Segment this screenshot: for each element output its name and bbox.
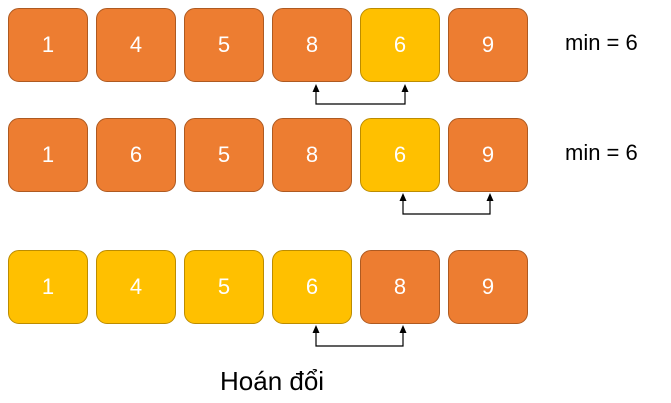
- array-row-1: 1 4 5 8 6 9: [8, 8, 538, 84]
- array-cell: 9: [448, 8, 528, 82]
- swap-arrow-row-1: [312, 84, 409, 105]
- swap-arrow-row-2: [399, 193, 494, 215]
- array-cell: 9: [448, 118, 528, 192]
- array-cell: 8: [272, 118, 352, 192]
- array-cell: 5: [184, 8, 264, 82]
- array-cell: 1: [8, 118, 88, 192]
- min-label-row-1: min = 6: [565, 30, 638, 55]
- array-cell-min: 6: [360, 8, 440, 82]
- array-cell-sorted: 5: [184, 250, 264, 324]
- array-cell: 6: [96, 118, 176, 192]
- array-row-3: 1 4 5 6 8 9: [8, 250, 538, 326]
- array-row-2: 1 6 5 8 6 9: [8, 118, 538, 194]
- array-cell: 8: [272, 8, 352, 82]
- array-cell: 1: [8, 8, 88, 82]
- array-cell: 8: [360, 250, 440, 324]
- array-cell: 9: [448, 250, 528, 324]
- array-cell-sorted: 6: [272, 250, 352, 324]
- array-cell-sorted: 1: [8, 250, 88, 324]
- array-cell: 4: [96, 8, 176, 82]
- swap-arrow-row-3: [312, 325, 407, 347]
- array-cell: 5: [184, 118, 264, 192]
- min-label-row-2: min = 6: [565, 140, 638, 165]
- array-cell-sorted: 4: [96, 250, 176, 324]
- array-cell-min: 6: [360, 118, 440, 192]
- swap-caption: Hoán đổi: [220, 366, 325, 396]
